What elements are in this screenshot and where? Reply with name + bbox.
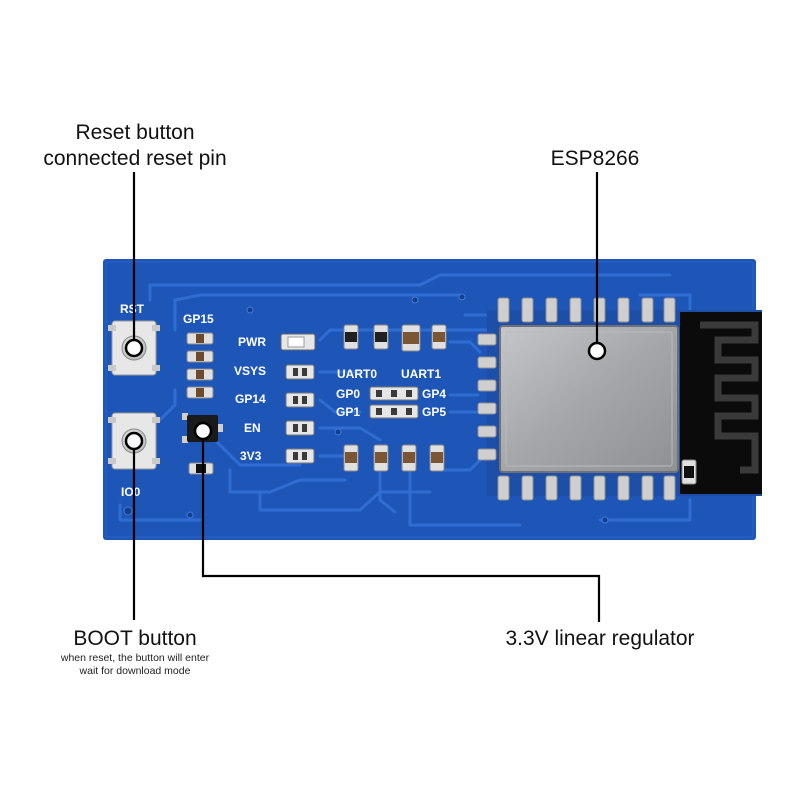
reset-callout-line1: Reset button <box>75 121 195 144</box>
reset-marker <box>124 338 144 358</box>
pcb-vias <box>123 293 609 524</box>
resistor-row-bottom <box>343 444 445 472</box>
uart-jumpers <box>369 386 419 419</box>
boot-callout-title: BOOT button <box>73 627 197 650</box>
esp-callout: ESP8266 <box>500 146 690 172</box>
pwr-led <box>280 333 316 351</box>
boot-marker <box>124 431 144 451</box>
marker-dots <box>124 338 607 451</box>
regulator-callout-title: 3.3V linear regulator <box>505 627 695 650</box>
boot-callout-sub2: wait for download mode <box>79 665 191 677</box>
resistor-row-top <box>343 324 447 352</box>
silk-uart1: UART1 <box>401 367 441 381</box>
silk-gp4: GP4 <box>422 387 446 401</box>
leader-lines <box>132 172 601 622</box>
regulator-leader <box>201 431 601 622</box>
boot-callout-sub1: when reset, the button will enter <box>60 652 210 664</box>
silk-gp0: GP0 <box>336 387 360 401</box>
silk-rst: RST <box>120 302 145 316</box>
resistor-column <box>186 332 214 475</box>
regulator-marker <box>193 421 213 441</box>
silk-pwr: PWR <box>238 335 266 349</box>
regulator-callout: 3.3V linear regulator <box>470 626 730 652</box>
silk-gp1: GP1 <box>336 405 360 419</box>
silk-vsys: VSYS <box>234 364 266 378</box>
silk-gp15: GP15 <box>183 312 214 326</box>
esp-callout-title: ESP8266 <box>550 147 640 170</box>
silk-uart0: UART0 <box>337 367 377 381</box>
silk-3v3: 3V3 <box>240 449 262 463</box>
jumper-pads-left-inner <box>293 368 307 460</box>
esp8266-module <box>477 297 762 501</box>
silk-gp5: GP5 <box>422 405 446 419</box>
boot-callout: BOOT button when reset, the button will … <box>20 626 250 678</box>
silk-io0: IO0 <box>121 485 141 499</box>
reset-callout-line2: connected reset pin <box>43 147 227 170</box>
silk-en: EN <box>244 421 261 435</box>
pcb-traces <box>118 273 692 527</box>
silk-gp14: GP14 <box>235 392 266 406</box>
reset-callout: Reset button connected reset pin <box>0 120 270 172</box>
esp-marker <box>587 341 607 361</box>
